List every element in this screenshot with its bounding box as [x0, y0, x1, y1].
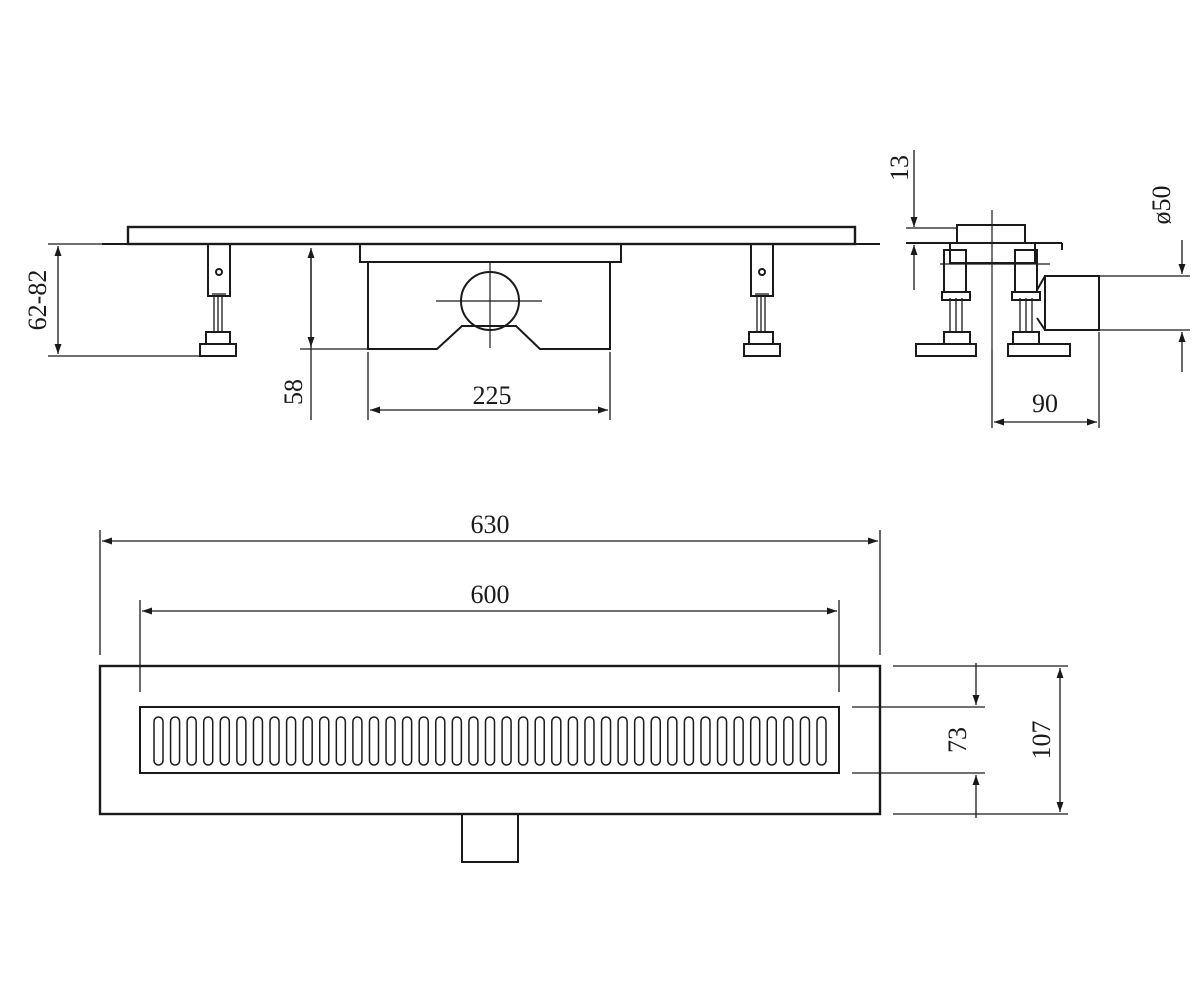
dim-label-grate-width: 73 [943, 727, 972, 753]
grate-slot [319, 716, 330, 766]
dim-label-body-width: 225 [473, 381, 512, 410]
grate-slot [202, 716, 214, 766]
dim-label-total-length: 630 [471, 510, 510, 539]
dim-grate-thickness: 13 [885, 150, 957, 290]
grate-slot [169, 716, 181, 766]
grate-slot [484, 716, 496, 766]
dim-label-height-adjust: 62-82 [23, 270, 52, 331]
grate-slot [799, 716, 811, 766]
grate-slot [285, 716, 297, 766]
grate-slot [401, 716, 413, 766]
grate-slot [551, 716, 562, 766]
grate-slot [418, 716, 429, 766]
dim-label-outlet-diameter: ø50 [1147, 186, 1176, 225]
outlet-pipe [1044, 275, 1100, 331]
dim-grate-width: 73 [852, 663, 985, 818]
grate-slot [517, 716, 529, 766]
grate-slot [617, 716, 628, 766]
outlet-stub [461, 813, 519, 863]
grate-slot [733, 716, 744, 766]
dim-side-depth: 90 [991, 332, 1100, 428]
drain-body [359, 243, 622, 350]
grate-slot [667, 716, 678, 766]
grate-slot [633, 716, 645, 766]
dim-total-width: 107 [893, 665, 1068, 815]
grate-slot [468, 716, 479, 766]
side-view: 13 ø50 90 [885, 150, 1190, 428]
grate-slot [335, 716, 347, 766]
dim-label-side-depth: 90 [1032, 389, 1058, 418]
grate-slot [219, 716, 231, 766]
left-adjustable-foot [199, 243, 237, 357]
grate-slot [534, 716, 545, 766]
dim-height-adjust: 62-82 [23, 243, 200, 357]
grate-slot [716, 716, 728, 766]
front-view: 62-82 58 225 [23, 225, 880, 420]
grate-slot [302, 716, 313, 766]
dim-label-total-width: 107 [1027, 721, 1056, 760]
dim-label-grate-thickness: 13 [885, 155, 914, 181]
dim-total-length: 630 [99, 510, 881, 655]
grate-slot [600, 716, 612, 766]
grate-slot [368, 716, 380, 766]
grate-slot [236, 716, 247, 766]
right-adjustable-foot [743, 243, 781, 357]
grate-slots [153, 716, 827, 766]
dim-label-grate-length: 600 [471, 580, 510, 609]
dim-body-width: 225 [367, 352, 611, 420]
grate-slot [584, 716, 595, 766]
top-view: 630 600 73 107 [98, 510, 1068, 863]
dim-grate-length: 600 [139, 580, 840, 692]
grate-slot [435, 716, 446, 766]
grate-slot [451, 716, 463, 766]
dim-label-body-height: 58 [279, 379, 308, 405]
grate-slot [501, 716, 512, 766]
grate-slot [252, 716, 264, 766]
grate-slot [749, 716, 761, 766]
dim-outlet-diameter: ø50 [1099, 186, 1190, 372]
grate-slot [650, 716, 661, 766]
dim-body-height: 58 [279, 248, 368, 420]
grate-slot [153, 716, 164, 766]
cover-plate [126, 225, 857, 246]
grate-slot [385, 716, 396, 766]
grate-slot [186, 716, 197, 766]
grate-slot [783, 716, 794, 766]
grate-slot [700, 716, 711, 766]
grate-slot [816, 716, 827, 766]
grate-slot [683, 716, 695, 766]
grate-slot [766, 716, 778, 766]
grate-outline [139, 706, 840, 774]
grate-slot [269, 716, 280, 766]
grate-slot [567, 716, 579, 766]
grate-slot [352, 716, 363, 766]
